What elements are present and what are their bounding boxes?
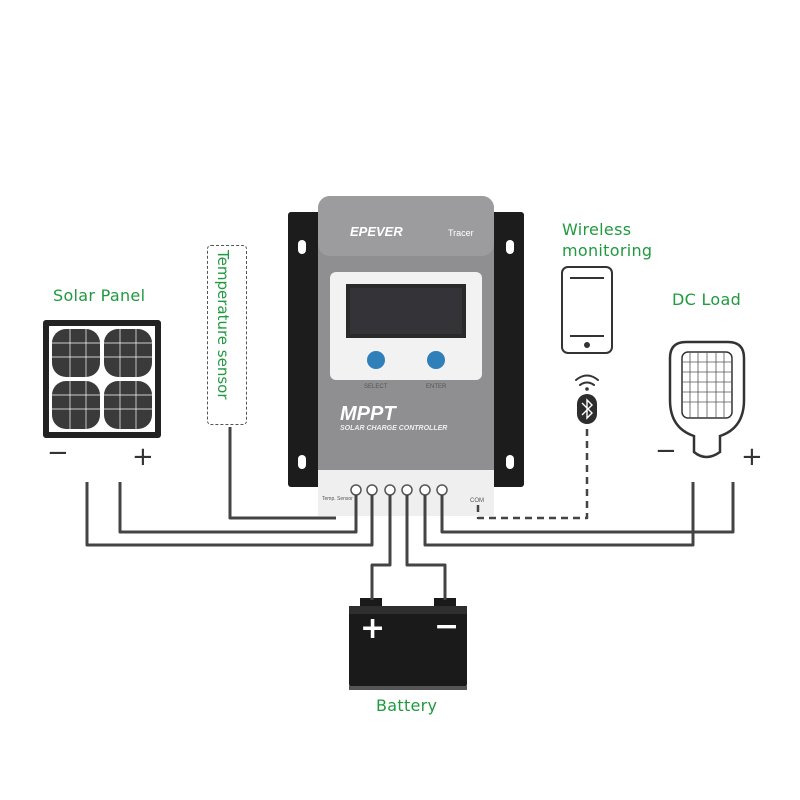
controller-model: Tracer — [448, 228, 474, 238]
controller-subtitle: SOLAR CHARGE CONTROLLER — [340, 425, 447, 432]
com-port-label: COM — [470, 498, 484, 504]
temperature-sensor-label: Temperature sensor — [214, 250, 232, 400]
solar-plus-sign: + — [132, 442, 154, 472]
solar-panel-label: Solar Panel — [53, 286, 146, 305]
battery-label: Battery — [376, 696, 438, 715]
controller-brand: EPEVER — [350, 224, 403, 239]
left-mounting-bracket — [288, 212, 324, 487]
load-plus-sign: + — [741, 442, 763, 472]
wires — [85, 427, 735, 600]
wireless-monitoring-label-line2: monitoring — [562, 241, 653, 260]
bluetooth-icon — [577, 394, 597, 424]
controller-title: MPPT — [340, 403, 397, 425]
smartphone-icon — [561, 266, 613, 354]
select-button[interactable] — [367, 351, 385, 369]
battery-plus-sign: + — [360, 611, 386, 646]
temperature-sensor-box — [207, 245, 247, 425]
wireless-dashed-link — [476, 428, 589, 520]
solar-minus-sign: − — [47, 438, 69, 468]
battery-icon — [349, 598, 467, 690]
load-minus-sign: − — [655, 436, 677, 466]
solar-panel-icon — [43, 320, 161, 438]
enter-button[interactable] — [427, 351, 445, 369]
battery-minus-sign: − — [434, 609, 460, 644]
select-button-label: SELECT — [364, 384, 388, 390]
wireless-monitoring-label-line1: Wireless — [562, 220, 632, 239]
right-mounting-bracket — [488, 212, 524, 487]
temp-sensor-port-label: Temp. Sensor — [322, 496, 353, 502]
enter-button-label: ENTER — [426, 384, 447, 390]
wireless-signal-icon — [575, 374, 599, 391]
dc-load-label: DC Load — [672, 290, 742, 309]
dc-load-lamp-icon — [668, 340, 746, 459]
